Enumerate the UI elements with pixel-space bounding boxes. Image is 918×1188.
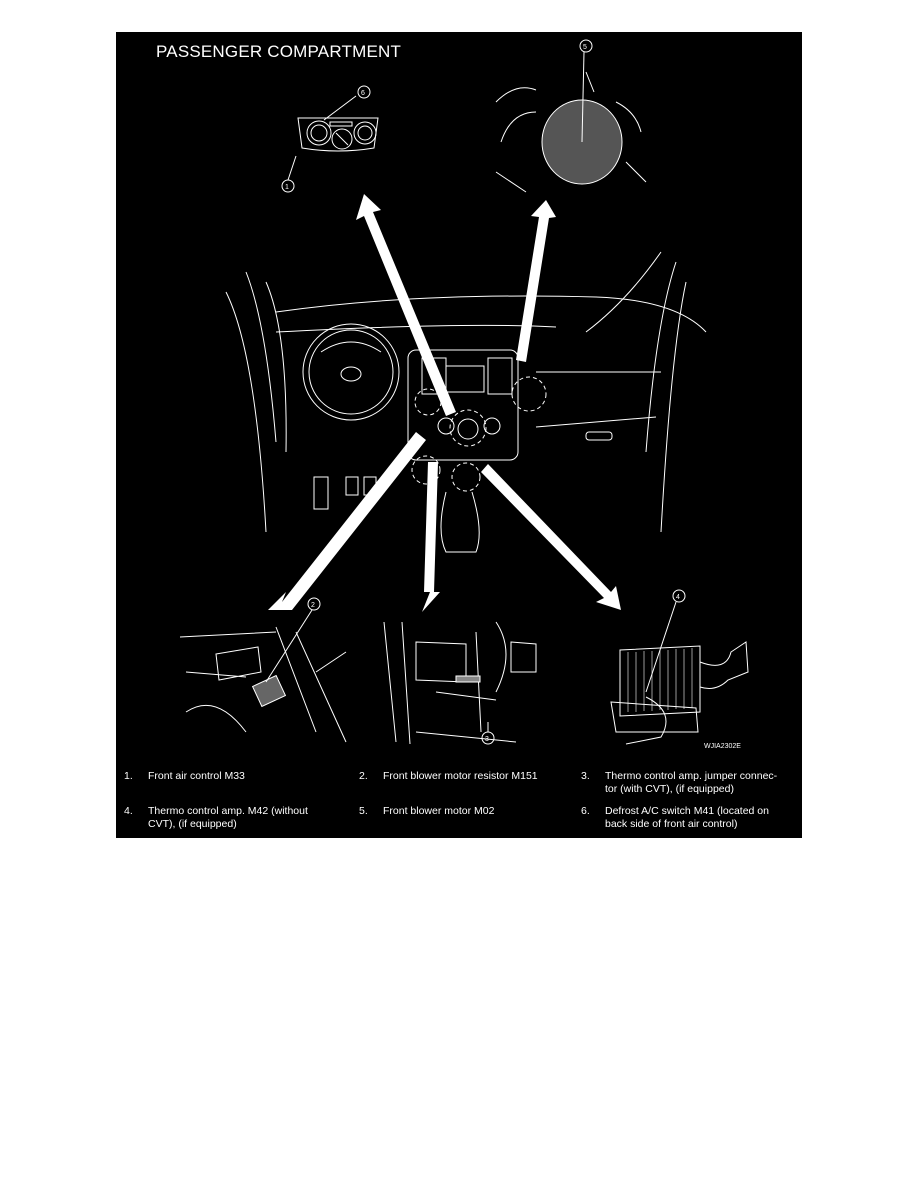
callout-6 — [357, 85, 371, 99]
callout-5 — [579, 39, 593, 53]
svg-text:1: 1 — [285, 184, 289, 191]
legend-text: Front air control M33 — [148, 770, 245, 782]
blower-motor-resistor-inset: 2 — [179, 597, 347, 743]
svg-text:6: 6 — [361, 90, 365, 97]
legend-num: 1. — [124, 770, 133, 782]
front-blower-motor-inset: 5 — [495, 39, 647, 193]
legend-text-line2: back side of front air control) — [605, 818, 738, 830]
legend-num: 3. — [581, 770, 590, 782]
front-air-control-inset: 1 6 — [281, 85, 379, 193]
legend-num: 5. — [359, 805, 368, 817]
dashboard-view — [225, 251, 707, 553]
callout-3 — [481, 731, 495, 745]
svg-text:4: 4 — [676, 594, 680, 601]
thermo-control-amp-inset: 4 — [610, 589, 749, 745]
callout-4 — [672, 589, 686, 603]
diagram-title: PASSENGER COMPARTMENT — [156, 42, 402, 61]
legend-text-line1: Thermo control amp. M42 (without — [148, 805, 308, 817]
legend-num: 4. — [124, 805, 133, 817]
legend-text-line2: CVT), (if equipped) — [148, 818, 237, 830]
legend-text-line2: tor (with CVT), (if equipped) — [605, 783, 734, 795]
legend-text: Front blower motor resistor M151 — [383, 770, 538, 782]
callout-2 — [307, 597, 321, 611]
svg-text:3: 3 — [485, 736, 489, 743]
legend-text-line1: Defrost A/C switch M41 (located on — [605, 805, 769, 817]
callout-1 — [281, 179, 295, 193]
passenger-compartment-illustration: 1 6 5 — [179, 39, 749, 745]
svg-text:5: 5 — [583, 44, 587, 51]
image-code: WJIA2302E — [704, 743, 741, 750]
svg-text:2: 2 — [311, 602, 315, 609]
jumper-connector-inset: 3 — [383, 621, 537, 745]
legend-text-line1: Thermo control amp. jumper connec- — [605, 770, 778, 782]
legend-text: Front blower motor M02 — [383, 805, 495, 817]
legend-num: 2. — [359, 770, 368, 782]
pointer-arrows — [268, 194, 621, 612]
legend-num: 6. — [581, 805, 590, 817]
diagram-panel: PASSENGER COMPARTMENT 1 6 5 — [116, 32, 802, 838]
